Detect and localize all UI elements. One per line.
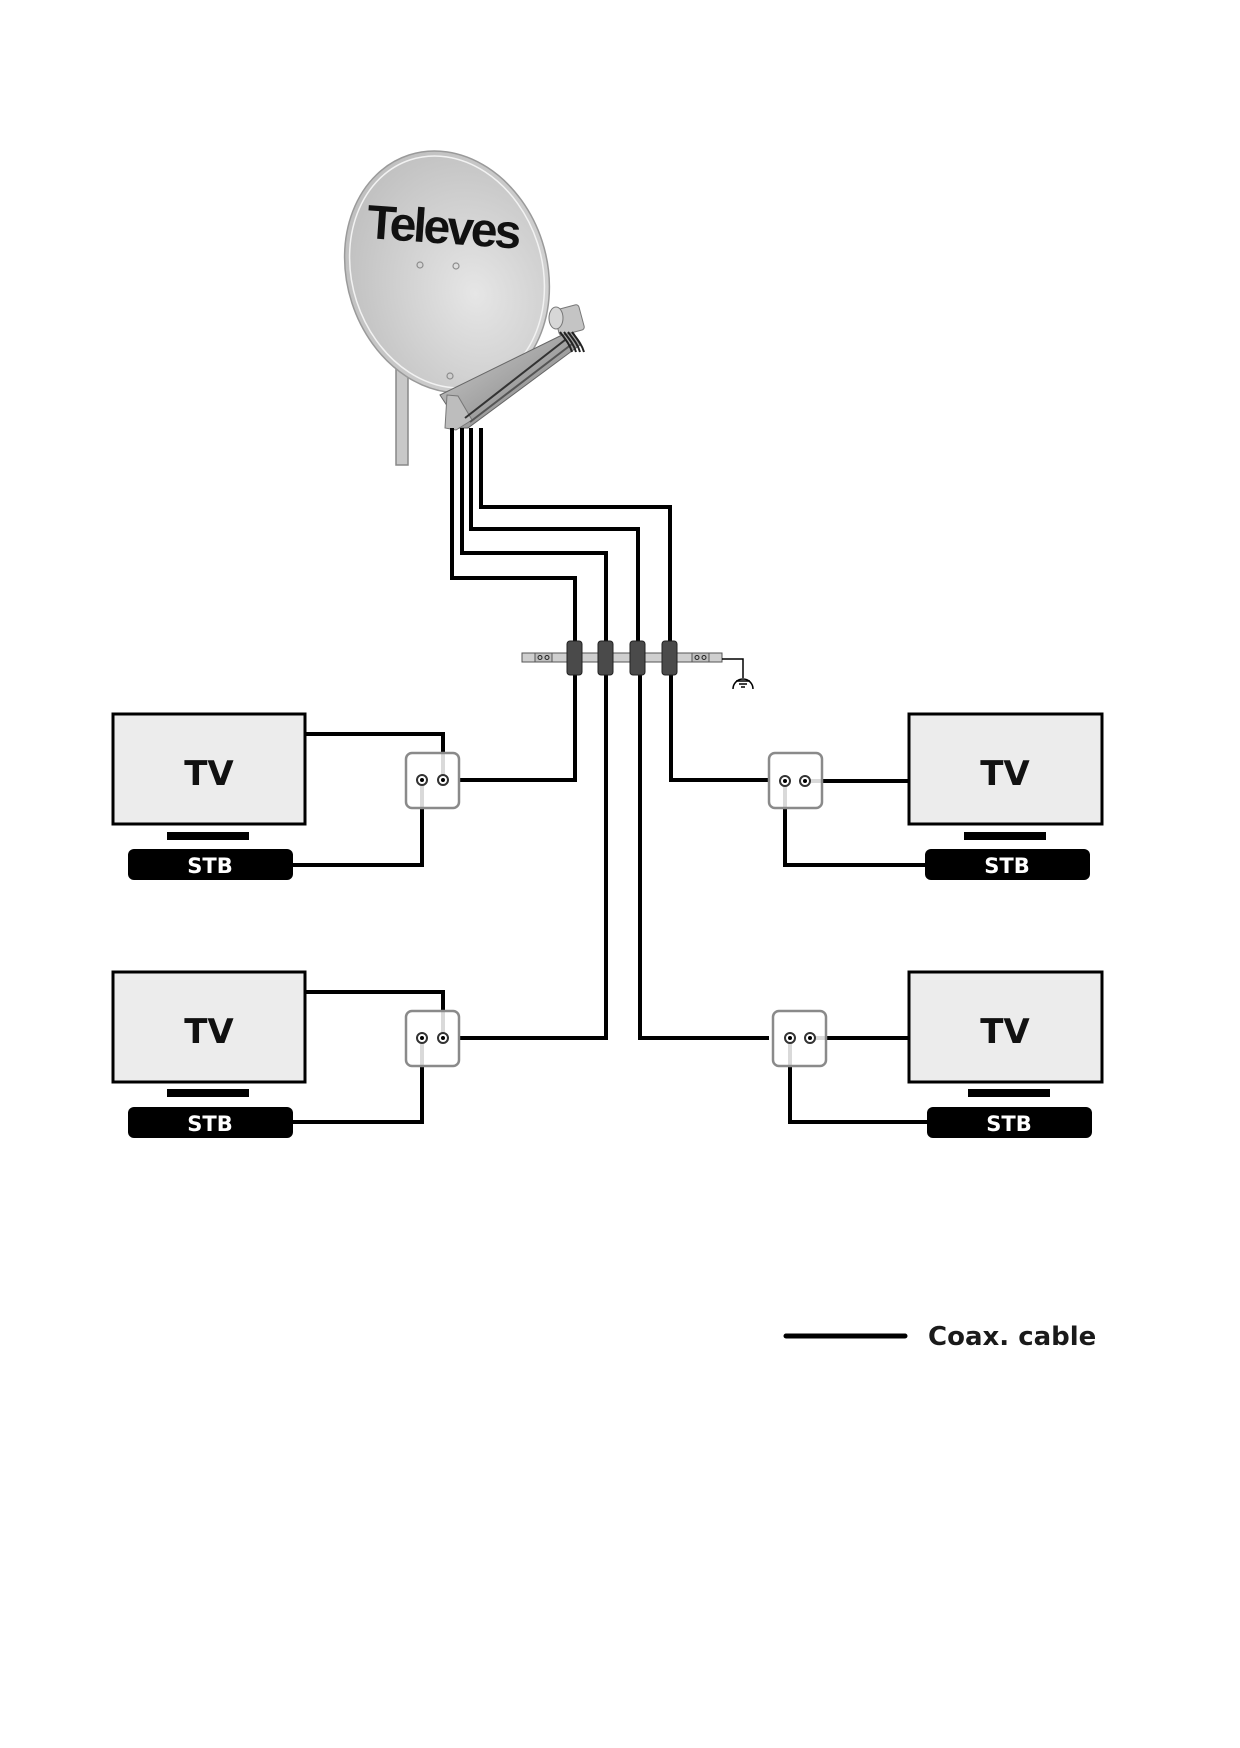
grounding-bar	[521, 640, 754, 690]
quad-lnb	[548, 304, 585, 353]
wall-outlet	[767, 751, 824, 810]
set-top-box	[927, 1107, 1092, 1138]
ground-wire	[722, 658, 744, 678]
tv-screen	[111, 712, 307, 826]
stb-label: STB	[187, 854, 232, 878]
wall-outlet	[771, 1009, 828, 1068]
tv-screen	[907, 970, 1104, 1084]
room-bottom-left: TV STB	[111, 970, 461, 1138]
wall-outlet	[404, 751, 461, 810]
room-top-right: TV STB	[767, 712, 1104, 880]
grounding-bar-connectors	[566, 640, 678, 676]
bar-connector	[597, 640, 614, 676]
wall-outlet	[404, 1009, 461, 1068]
bar-connector	[629, 640, 646, 676]
lnb-cables	[450, 428, 672, 645]
tv-label: TV	[184, 1012, 234, 1052]
stb-label: STB	[187, 1112, 232, 1136]
coax-cable-4	[479, 428, 672, 645]
bar-connector	[566, 640, 583, 676]
coax-cable-to-top-left-outlet	[459, 670, 577, 782]
legend-coax-label: Coax. cable	[928, 1322, 1096, 1352]
stb-label: STB	[984, 854, 1029, 878]
coax-cable-3	[469, 428, 640, 645]
satellite-dish: Televes	[343, 150, 585, 466]
tv-stand	[167, 1089, 249, 1097]
coax-cable-to-bottom-left-outlet	[459, 670, 608, 1040]
set-top-box	[925, 849, 1090, 880]
stb-cable	[293, 780, 424, 867]
bar-connector	[661, 640, 678, 676]
tv-screen	[907, 712, 1104, 826]
tv-label: TV	[980, 754, 1030, 794]
earth-ground-icon	[732, 678, 754, 690]
dish-brand-logo: Televes	[365, 196, 521, 260]
legend: Coax. cable	[783, 1322, 1096, 1352]
tv-stand	[964, 832, 1046, 840]
distribution-cables	[459, 670, 769, 1040]
tv-stand	[968, 1089, 1050, 1097]
set-top-box	[128, 849, 293, 880]
room-bottom-right: TV STB	[771, 970, 1104, 1138]
coax-cable-1	[450, 428, 577, 645]
tv-label: TV	[184, 754, 234, 794]
coax-cable-to-top-right-outlet	[669, 670, 769, 782]
dish-bracket	[444, 394, 473, 431]
stb-label: STB	[986, 1112, 1031, 1136]
set-top-box	[128, 1107, 293, 1138]
stb-cable	[293, 1038, 424, 1124]
coax-cable-to-bottom-right-outlet	[638, 670, 769, 1040]
coax-cable-2	[460, 428, 608, 645]
tv-screen	[111, 970, 307, 1084]
tv-label: TV	[980, 1012, 1030, 1052]
tv-stand	[167, 832, 249, 840]
room-top-left: TV STB	[111, 712, 461, 880]
